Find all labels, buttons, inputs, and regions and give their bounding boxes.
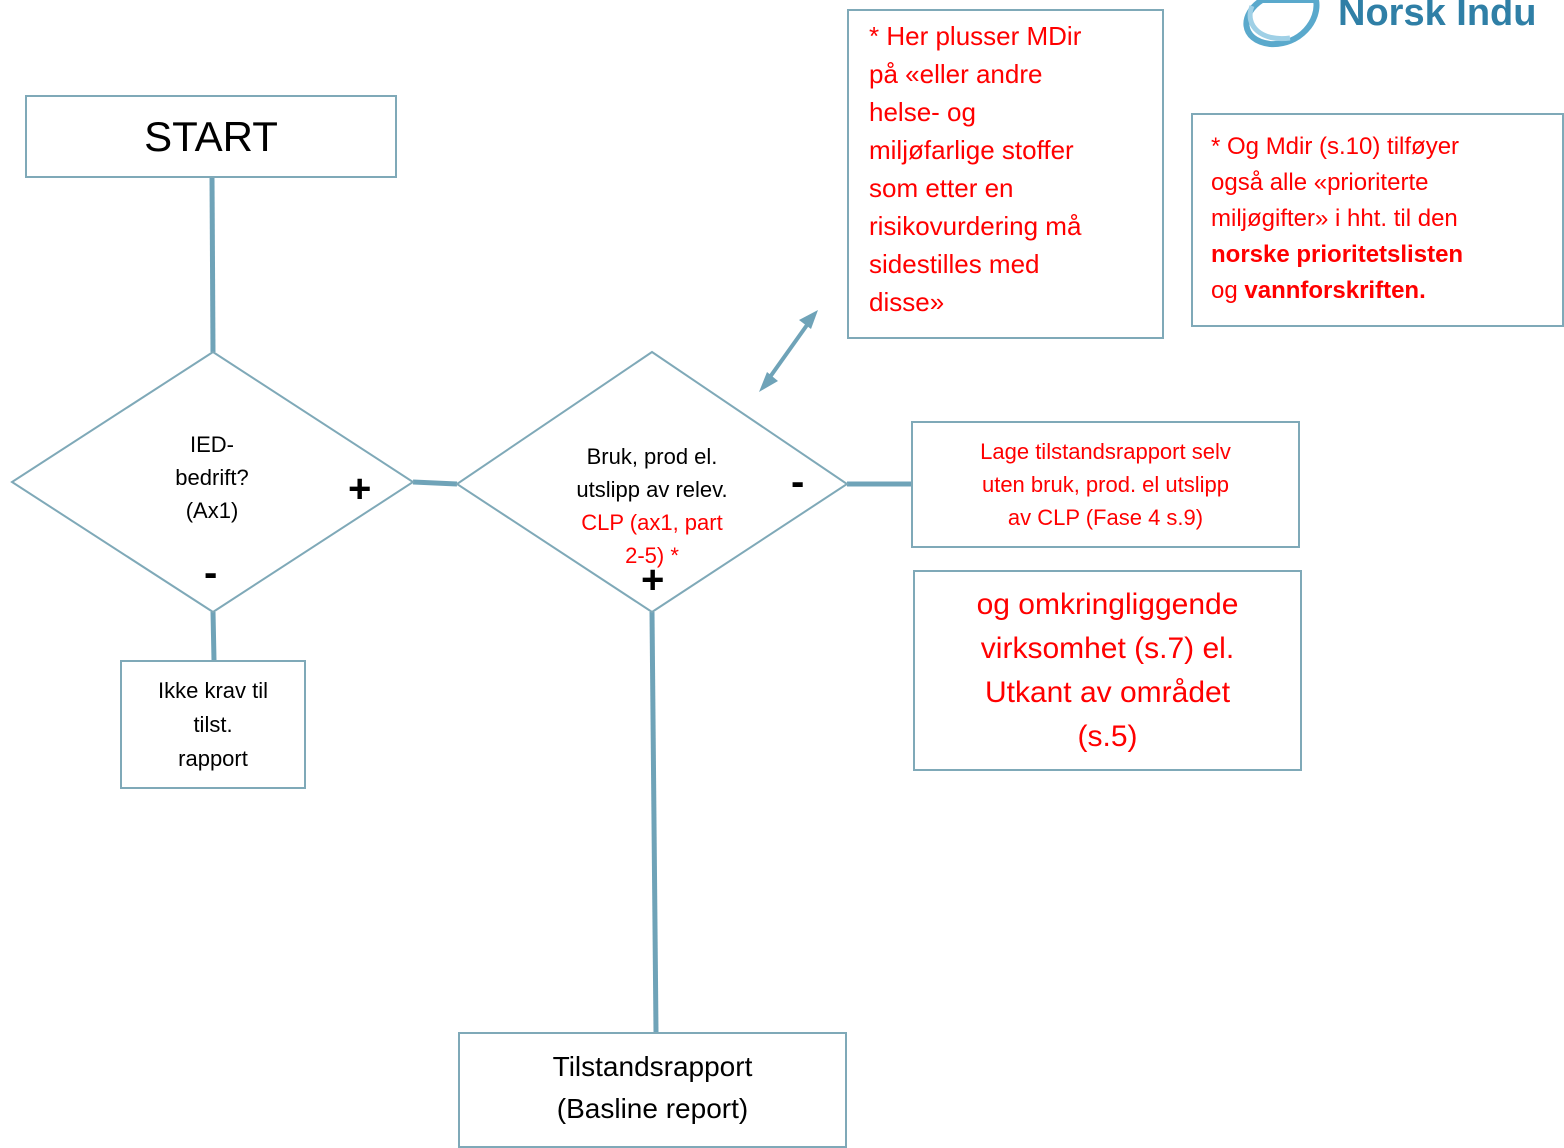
ied-no-sign: - (204, 551, 218, 595)
priority-note-bold: vannforskriften. (1244, 277, 1426, 304)
clp-line-red: 2-5) * (625, 543, 679, 568)
surroundings-line: og omkringliggende (976, 587, 1239, 621)
mdir-note-line: risikovurdering må (869, 211, 1082, 241)
mdir-note-line: disse» (869, 287, 945, 317)
connector-clp-baseline (649, 611, 659, 1033)
own-report-box: Lage tilstandsrapport selv uten bruk, pr… (911, 421, 1300, 548)
mdir-priority-note-box: * Og Mdir (s.10) tilføyer også alle «pri… (1191, 113, 1564, 327)
mdir-note-line: miljøfarlige stoffer (869, 135, 1074, 165)
clp-question: Bruk, prod el. utslipp av relev. CLP (ax… (512, 440, 792, 572)
arrowhead-bottom (759, 372, 778, 392)
start-label: START (144, 112, 278, 160)
mdir-note-line: som etter en (869, 173, 1014, 203)
surroundings-line: virksomhet (s.7) el. (980, 631, 1235, 665)
mdir-note-line: sidestilles med (869, 249, 1040, 279)
ied-question: IED- bedrift? (Ax1) (145, 428, 279, 527)
connector-ied-no (210, 611, 217, 661)
priority-note-bold: norske prioritetslisten (1211, 241, 1464, 268)
surroundings-box: og omkringliggende virksomhet (s.7) el. … (913, 570, 1302, 771)
priority-note-text: og (1211, 277, 1245, 304)
clp-decision-diamond (455, 350, 849, 614)
baseline-line: (Basline report) (556, 1093, 749, 1124)
own-report-line: av CLP (Fase 4 s.9) (1007, 505, 1204, 530)
no-report-line: Ikke krav til (157, 677, 269, 703)
mdir-note-line: * Her plusser MDir (869, 21, 1082, 51)
no-report-box: Ikke krav til tilst. rapport (120, 660, 306, 789)
ied-line: bedrift? (175, 465, 249, 490)
logo-text: Norsk Indu (1338, 0, 1537, 34)
clp-no-sign: - (791, 460, 805, 504)
no-report-line: rapport (178, 745, 248, 771)
surroundings-line: Utkant av området (984, 675, 1231, 709)
connector-ied-clp (412, 479, 458, 487)
ied-yes-sign: + (348, 467, 372, 511)
mdir-note-box: * Her plusser MDir på «eller andre helse… (847, 9, 1164, 339)
connector-start-ied (209, 176, 216, 353)
priority-note-line: * Og Mdir (s.10) tilføyer (1211, 133, 1460, 160)
ied-decision-diamond (10, 350, 415, 614)
norsk-industri-logo-icon (1243, 0, 1320, 48)
start-box: START (25, 95, 397, 178)
own-report-line: Lage tilstandsrapport selv (980, 439, 1231, 464)
clp-line: Bruk, prod el. (586, 444, 718, 469)
baseline-report-box: Tilstandsrapport (Basline report) (458, 1032, 847, 1148)
arrowhead-top (799, 310, 818, 329)
baseline-line: Tilstandsrapport (552, 1051, 753, 1082)
mdir-note-line: på «eller andre (869, 59, 1043, 89)
own-report-line: uten bruk, prod. el utslipp (981, 472, 1230, 497)
ied-line: (Ax1) (185, 498, 239, 523)
no-report-line: tilst. (193, 711, 233, 737)
clp-line-red: CLP (ax1, part (581, 510, 723, 535)
clp-line: utslipp av relev. (576, 477, 728, 502)
surroundings-line: (s.5) (1077, 719, 1138, 753)
clp-yes-sign: + (641, 558, 665, 602)
priority-note-line: også alle «prioriterte (1211, 169, 1429, 196)
ied-line: IED- (190, 432, 234, 457)
mdir-note-line: helse- og (869, 97, 976, 127)
priority-note-last-line: og vannforskriften. (1211, 273, 1426, 309)
connector-note-arrow (763, 316, 814, 386)
priority-note-line: miljøgifter» i hht. til den (1211, 205, 1458, 232)
